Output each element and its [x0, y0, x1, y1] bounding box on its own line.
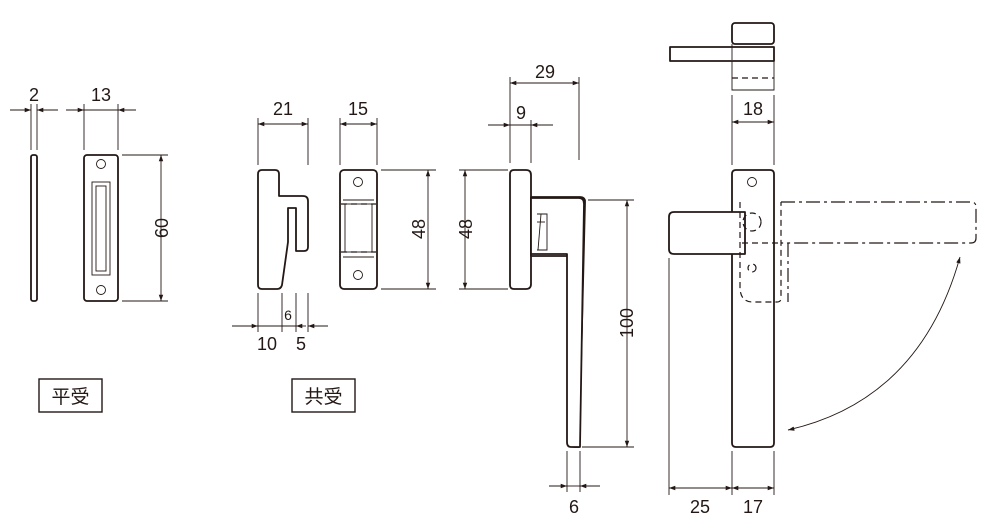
handle-swing-right-label: 17	[743, 497, 763, 517]
handle-swing-dimensions: 25 17	[668, 258, 775, 517]
common-strike-label: 共受	[304, 386, 342, 408]
flat-strike-thickness-dimension: 2	[10, 85, 58, 150]
flat-width-label: 13	[91, 85, 111, 105]
handle-lever-width-dimension: 6	[549, 451, 600, 517]
flat-strike-side-view	[30, 154, 38, 302]
handle-base-height-dimension: 48	[456, 169, 508, 290]
handle-length-dimension: 100	[582, 199, 637, 448]
handle-side-view	[509, 169, 586, 448]
common-bottom-a-label: 10	[257, 334, 277, 354]
common-bottom-c-label: 5	[296, 334, 306, 354]
handle-front-width-label: 18	[743, 99, 763, 119]
common-depth-label: 21	[273, 99, 293, 119]
handle-front-width-dimension: 18	[731, 95, 775, 165]
handle-length-label: 100	[617, 308, 637, 338]
common-bottom-b-label: 6	[284, 307, 292, 323]
flat-strike-height-dimension: 60	[122, 154, 172, 302]
common-strike-front-view	[339, 169, 378, 290]
handle-swing-left-label: 25	[690, 497, 710, 517]
common-strike-bottom-dimensions: 10 6 5	[232, 293, 328, 354]
common-height-side-label: 48	[409, 219, 429, 239]
handle-total-depth-dimension: 29	[509, 62, 580, 163]
flat-strike-front-view	[83, 154, 119, 302]
common-width-label: 15	[348, 99, 368, 119]
common-strike-caption: 共受	[291, 378, 356, 413]
handle-base-depth-dimension: 9	[488, 103, 553, 163]
handle-rotation-arc	[787, 256, 961, 431]
handle-lever-width-label: 6	[569, 497, 579, 517]
handle-base-height-label: 48	[456, 219, 476, 239]
common-strike-width-dimension: 15	[339, 99, 378, 165]
flat-strike-caption: 平受	[38, 378, 103, 413]
handle-total-depth-label: 29	[535, 62, 555, 82]
common-strike-depth-dimension: 21	[257, 99, 309, 165]
handle-top-view	[669, 22, 775, 91]
handle-front-view	[668, 169, 782, 448]
common-strike-side-view	[257, 169, 309, 290]
handle-open-position	[781, 201, 977, 302]
flat-height-label: 60	[152, 218, 172, 238]
common-strike-height-dimension: 48	[381, 169, 436, 290]
flat-thickness-label: 2	[29, 85, 39, 105]
handle-base-depth-label: 9	[516, 103, 526, 123]
flat-strike-width-dimension: 13	[66, 85, 136, 150]
flat-strike-label: 平受	[51, 386, 89, 408]
